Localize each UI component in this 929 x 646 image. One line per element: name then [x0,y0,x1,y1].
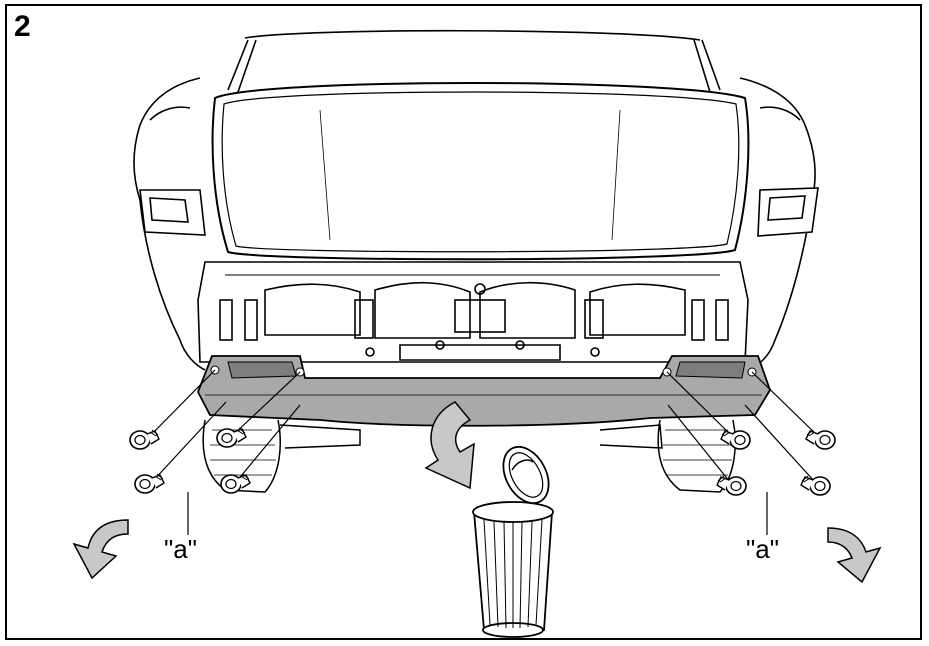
rear-tires [202,419,736,493]
trash-can-icon [472,445,554,638]
bolt-guide-lines [147,369,819,483]
callout-leader-lines [187,492,768,535]
step-number: 2 [14,10,31,43]
callout-label-right: "a" [746,534,779,564]
car-body [133,29,819,371]
curved-arrow-icon [72,401,882,584]
callout-label-left: "a" [164,534,197,564]
bumper-reinforcement [197,355,771,427]
